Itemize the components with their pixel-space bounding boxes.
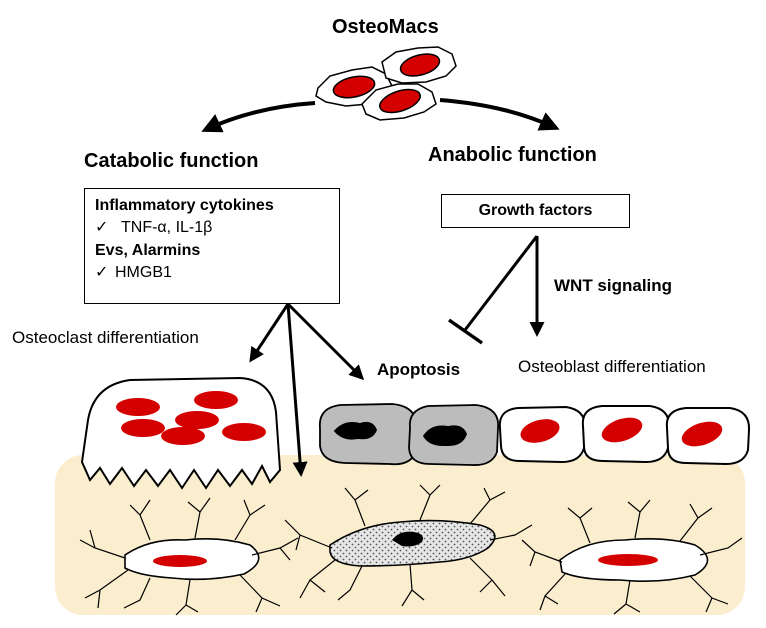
inhibition-bar [447,318,484,345]
wnt-signaling-label: WNT signaling [554,276,673,295]
apoptotic-cells [318,403,499,466]
alarmins-title: Evs, Alarmins [95,242,201,259]
osteocyte-apoptotic [284,484,533,607]
check-mark-icon: ✓ [95,264,109,281]
arrow-to-catabolic [201,101,316,133]
osteomac-cells [315,46,457,121]
cytokines-item: ✓ TNF-α, IL-1β [95,216,329,240]
check-mark-icon: ✓ [95,219,109,236]
alarmins-value: HMGB1 [115,264,172,281]
osteoblasts [498,405,751,466]
osteocyte-right [521,499,743,615]
diagram-title: OsteoMacs [332,16,439,38]
anabolic-heading: Anabolic function [428,144,597,166]
catabolic-heading: Catabolic function [84,150,259,172]
osteoclast [80,376,282,490]
cytokines-value: TNF-α, IL-1β [121,219,213,236]
cytokines-title: Inflammatory cytokines [95,197,274,214]
alarmins-item: ✓ HMGB1 [95,261,329,285]
inhibition-line [463,235,539,331]
catabolic-factors-box: Inflammatory cytokines ✓ TNF-α, IL-1β Ev… [84,188,340,304]
apoptosis-label: Apoptosis [377,360,461,379]
arrow-to-osteocyte [286,303,308,477]
osteoclast-differentiation-label: Osteoclast differentiation [12,328,199,347]
growth-factors-label: Growth factors [478,202,593,219]
arrow-to-osteoclast [249,303,290,363]
osteoblast-differentiation-label: Osteoblast differentiation [518,357,706,376]
arrow-to-apoptosis [286,302,365,381]
arrow-to-anabolic [439,98,560,131]
osteocyte-left [79,497,299,616]
growth-factors-box: Growth factors [441,194,630,228]
